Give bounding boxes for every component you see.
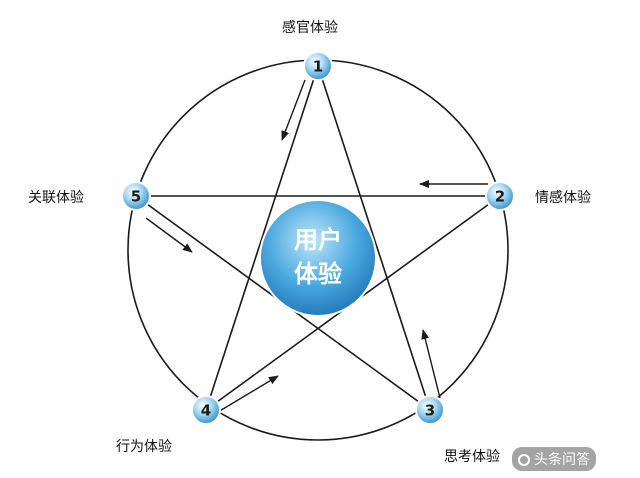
node-1-label: 感官体验 [282,20,338,36]
arrow-5-to-3 [145,217,193,253]
star-lines [135,65,501,411]
arrow-1-to-4 [281,79,306,141]
node-1: 1 [303,51,333,81]
center-label-line1: 用户 [294,226,342,254]
node-2-label: 情感体验 [535,190,591,206]
star-line-4-1 [205,65,319,411]
center-label-line2: 体验 [294,260,342,288]
node-5-label: 关联体验 [28,190,84,206]
arrow-4-to-2 [217,375,279,413]
arrow-3-to-1 [421,329,441,399]
node-4: 4 [191,395,221,425]
node-4-number: 4 [201,402,211,420]
center-circle [259,199,377,317]
watermark-logo-icon [518,454,530,466]
center-hub: 用户 体验 [259,199,377,317]
node-4-circle [191,395,221,425]
node-2-number: 2 [495,188,505,206]
node-2: 2 [485,181,515,211]
watermark-badge: 头条问答 [512,447,596,471]
watermark-text: 头条问答 [534,452,590,468]
direction-arrows [145,79,488,413]
node-3-label: 思考体验 [444,449,500,465]
star-line-1-3 [317,65,431,411]
node-3: 3 [415,395,445,425]
node-2-circle [485,181,515,211]
node-3-circle [415,395,445,425]
node-3-number: 3 [425,402,435,420]
node-5-number: 5 [131,188,141,206]
node-5-circle [121,181,151,211]
node-1-circle [303,51,333,81]
node-1-number: 1 [313,58,323,76]
node-5: 5 [121,181,151,211]
node-4-label: 行为体验 [116,439,172,455]
